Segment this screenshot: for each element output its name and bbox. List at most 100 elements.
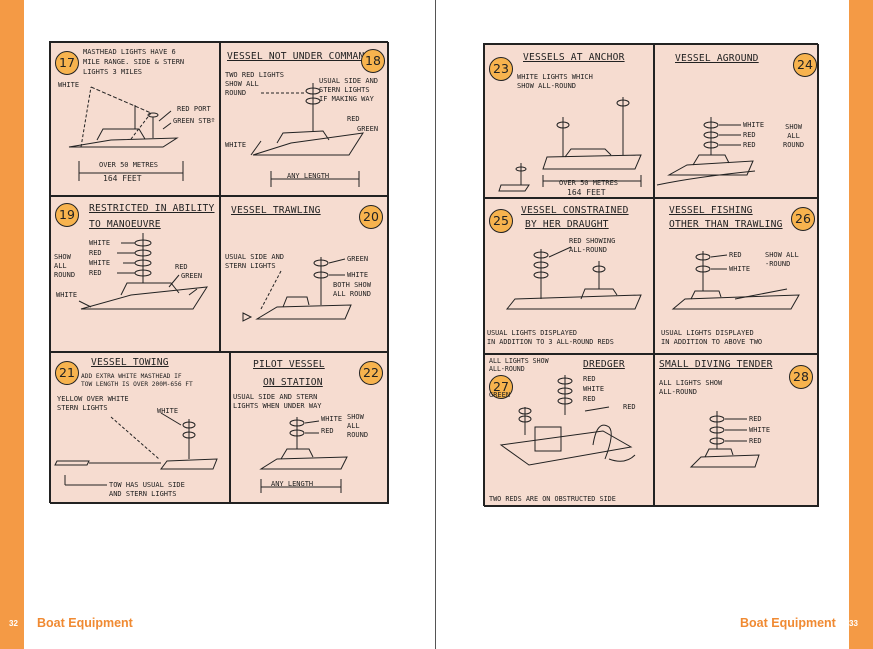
panel-22-title-2: ON STATION	[263, 377, 323, 388]
left-margin-bar	[0, 0, 24, 649]
left-illustration-grid: 17 MASTHEAD LIGHTS HAVE 6 MILE RANGE. SI…	[49, 41, 389, 504]
panel-19-stack-3: WHITE	[89, 259, 111, 267]
panel-25: 25 VESSEL CONSTRAINED BY HER DRAUGHT RED…	[484, 198, 654, 354]
panel-26-illustration	[671, 251, 800, 310]
panel-19-stack-1: WHITE	[89, 239, 111, 247]
panel-22-length-label: ANY LENGTH	[271, 480, 314, 488]
panel-27-red-label: RED	[623, 403, 636, 411]
panel-25-note: RED SHOWING ALL-ROUND	[569, 237, 616, 254]
panel-17-line-2: MILE RANGE. SIDE & STERN	[83, 58, 185, 66]
panel-27-stack-1: RED	[583, 375, 596, 383]
panel-24-illustration	[656, 117, 756, 186]
panel-23-feet-label: 164 FEET	[567, 188, 606, 197]
panel-26-stack-2: WHITE	[729, 265, 751, 273]
panel-21-title: VESSEL TOWING	[91, 357, 169, 368]
panel-17-line-1: MASTHEAD LIGHTS HAVE 6	[83, 48, 176, 56]
panel-18-title: VESSEL NOT UNDER COMMAND	[227, 51, 371, 62]
right-illustration-grid: 23 VESSELS AT ANCHOR WHITE LIGHTS WHICH …	[483, 43, 819, 507]
panel-26-stack-1: RED	[729, 251, 742, 259]
panel-23-title: VESSELS AT ANCHOR	[523, 52, 625, 63]
panel-22: PILOT VESSEL ON STATION 22 USUAL SIDE AN…	[230, 352, 389, 504]
panel-17-number: 17	[55, 51, 79, 75]
panel-21: 21 VESSEL TOWING ADD EXTRA WHITE MASTHEA…	[50, 352, 230, 504]
panel-23-number: 23	[489, 57, 513, 81]
panel-23: 23 VESSELS AT ANCHOR WHITE LIGHTS WHICH …	[484, 44, 654, 198]
panel-20-green-label: GREEN	[347, 255, 369, 263]
panel-23-note: WHITE LIGHTS WHICH SHOW ALL-ROUND	[517, 73, 593, 90]
panel-19-white-label: WHITE	[56, 291, 78, 299]
panel-17-over-label: OVER 50 METRES	[99, 161, 159, 169]
panel-22-title-1: PILOT VESSEL	[253, 359, 325, 370]
panel-18-note-2: USUAL SIDE AND STERN LIGHTS IF MAKING WA…	[319, 77, 379, 103]
right-margin-bar	[849, 0, 873, 649]
panel-24-title: VESSEL AGROUND	[675, 53, 759, 64]
panel-17-red-port-label: RED PORT	[177, 105, 211, 113]
panel-27-top-note: ALL LIGHTS SHOW ALL-ROUND	[489, 357, 549, 373]
right-footer-section: Boat Equipment	[740, 616, 836, 630]
panel-19-number: 19	[55, 203, 79, 227]
panel-25-illustration	[505, 246, 642, 310]
panel-26-bottom-note: USUAL LIGHTS DISPLAYED IN ADDITION TO AB…	[661, 329, 763, 346]
panel-27-title: DREDGER	[583, 359, 625, 370]
panel-18-note: TWO RED LIGHTS SHOW ALL ROUND	[225, 71, 285, 97]
panel-20-title: VESSEL TRAWLING	[231, 205, 321, 216]
panel-21-tow-note: TOW HAS USUAL SIDE AND STERN LIGHTS	[109, 481, 185, 498]
panel-24-stack-2: RED	[743, 131, 756, 139]
panel-28-title: SMALL DIVING TENDER	[659, 359, 773, 370]
panel-24-stack-3: RED	[743, 141, 756, 149]
panel-24-number: 24	[793, 53, 817, 77]
panel-17: 17 MASTHEAD LIGHTS HAVE 6 MILE RANGE. SI…	[50, 42, 220, 196]
panel-28-stack-1: RED	[749, 415, 762, 423]
panel-19-show-all-round: SHOW ALL ROUND	[54, 253, 76, 279]
panel-26-title-2: OTHER THAN TRAWLING	[669, 219, 783, 230]
panel-20-note: USUAL SIDE AND STERN LIGHTS	[225, 253, 285, 270]
panel-19-red-label: RED	[175, 263, 188, 271]
panel-18-number: 18	[361, 49, 385, 73]
panel-22-number: 22	[359, 361, 383, 385]
panel-28: SMALL DIVING TENDER 28 ALL LIGHTS SHOW A…	[654, 354, 819, 507]
panel-26-show-all-round: SHOW ALL -ROUND	[765, 251, 799, 268]
panel-28-stack-2: WHITE	[749, 426, 771, 434]
panel-28-number: 28	[789, 365, 813, 389]
panel-25-number: 25	[489, 209, 513, 233]
panel-21-note-2: YELLOW OVER WHITE STERN LIGHTS	[57, 395, 129, 412]
panel-17-white-label: WHITE	[58, 81, 80, 89]
panel-22-note: USUAL SIDE AND STERN LIGHTS WHEN UNDER W…	[233, 393, 322, 410]
panel-19: 19 RESTRICTED IN ABILITY TO MANOEUVRE SH…	[50, 196, 220, 352]
panel-17-feet-label: 164 FEET	[103, 174, 142, 183]
panel-22-red-label: RED	[321, 427, 334, 435]
panel-25-title-1: VESSEL CONSTRAINED	[521, 205, 629, 216]
panel-17-green-stbd-label: GREEN STBº	[173, 117, 216, 125]
panel-27-stack-3: RED	[583, 395, 596, 403]
panel-19-stack-2: RED	[89, 249, 102, 257]
panel-19-green-label: GREEN	[181, 272, 203, 280]
panel-20-white-label: WHITE	[347, 271, 369, 279]
panel-18-red-label: RED	[347, 115, 360, 123]
panel-27-bottom-note: TWO REDS ARE ON OBSTRUCTED SIDE	[489, 495, 616, 503]
panel-21-note: ADD EXTRA WHITE MASTHEAD IF TOW LENGTH I…	[81, 373, 193, 388]
panel-27-stack-2: WHITE	[583, 385, 605, 393]
panel-27: ALL LIGHTS SHOW ALL-ROUND 27 DREDGER RED…	[484, 354, 654, 507]
panel-27-illustration	[499, 375, 636, 466]
panel-26: VESSEL FISHING OTHER THAN TRAWLING 26 RE…	[654, 198, 819, 354]
panel-20-number: 20	[359, 205, 383, 229]
panel-18-illustration	[250, 83, 365, 187]
panel-26-title-1: VESSEL FISHING	[669, 205, 753, 216]
panel-21-white-label: WHITE	[157, 407, 179, 415]
right-page-number: 33	[849, 619, 858, 628]
panel-18-white-label: WHITE	[225, 141, 247, 149]
panel-19-stack-4: RED	[89, 269, 102, 277]
panel-25-title-2: BY HER DRAUGHT	[525, 219, 609, 230]
panel-24-stack-1: WHITE	[743, 121, 765, 129]
panel-28-illustration	[689, 411, 760, 468]
panel-22-show-all-round: SHOW ALL ROUND	[347, 413, 369, 439]
panel-24-show-all-round: SHOW ALL ROUND	[783, 123, 805, 149]
panel-20-both-label: BOTH SHOW ALL ROUND	[333, 281, 371, 298]
panel-28-note: ALL LIGHTS SHOW ALL-ROUND	[659, 379, 723, 396]
panel-28-stack-3: RED	[749, 437, 762, 445]
panel-20-illustration	[242, 257, 352, 322]
panel-22-white-label: WHITE	[321, 415, 343, 423]
panel-18-green-label: GREEN	[357, 125, 379, 133]
panel-19-title-1: RESTRICTED IN ABILITY	[89, 203, 215, 214]
panel-26-number: 26	[791, 207, 815, 231]
